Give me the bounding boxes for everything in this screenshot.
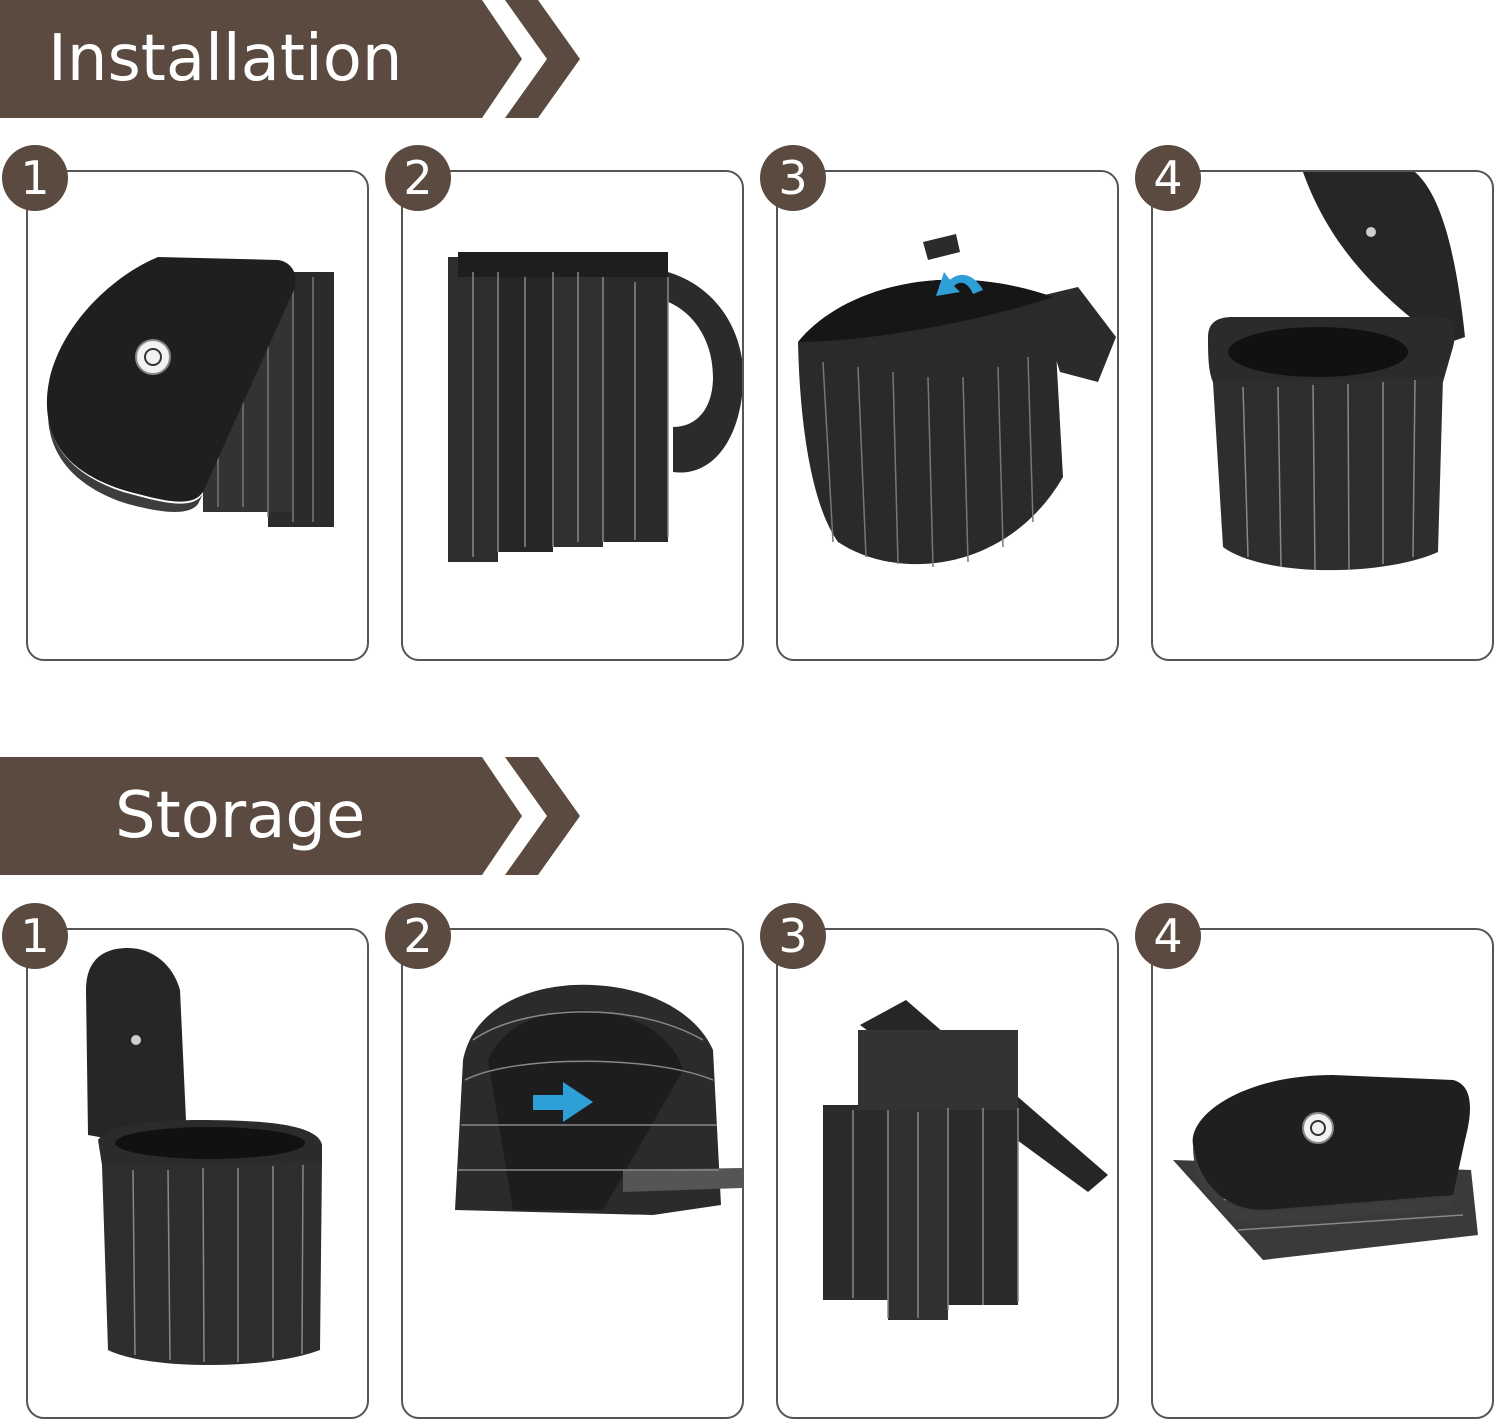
storage-step-2-panel — [401, 928, 744, 1419]
storage-step-2-badge: 2 — [385, 903, 451, 969]
storage-step-3-badge: 3 — [760, 903, 826, 969]
installation-step-3-badge: 3 — [760, 145, 826, 211]
installation-step-4-panel — [1151, 170, 1494, 661]
installation-step-2-panel — [401, 170, 744, 661]
unfolding-panels-icon — [448, 252, 742, 562]
collapsing-bucket-icon — [455, 984, 742, 1215]
assembled-toilet-open-lid-icon — [1208, 172, 1465, 571]
folding-panels-icon — [823, 1000, 1108, 1320]
installation-step-1-panel — [26, 170, 369, 661]
storage-step-4-panel — [1151, 928, 1494, 1419]
assembled-toilet-lid-up-icon — [86, 948, 322, 1365]
storage-step-1-panel — [26, 928, 369, 1419]
installation-step-2-badge: 2 — [385, 145, 451, 211]
installation-step-3-panel — [776, 170, 1119, 661]
storage-step-3-panel — [776, 928, 1119, 1419]
installation-step-1-badge: 1 — [2, 145, 68, 211]
storage-step-1-badge: 1 — [2, 903, 68, 969]
installation-banner: Installation — [0, 0, 580, 118]
installation-step-4-badge: 4 — [1135, 145, 1201, 211]
storage-banner: Storage — [0, 757, 580, 875]
storage-title: Storage — [115, 779, 366, 853]
storage-step-4-badge: 4 — [1135, 903, 1201, 969]
expanding-bucket-icon — [798, 234, 1116, 568]
folded-flat-toilet-icon — [1173, 1075, 1478, 1260]
installation-title: Installation — [48, 22, 403, 96]
folded-toilet-closed-lid-icon — [46, 257, 334, 527]
